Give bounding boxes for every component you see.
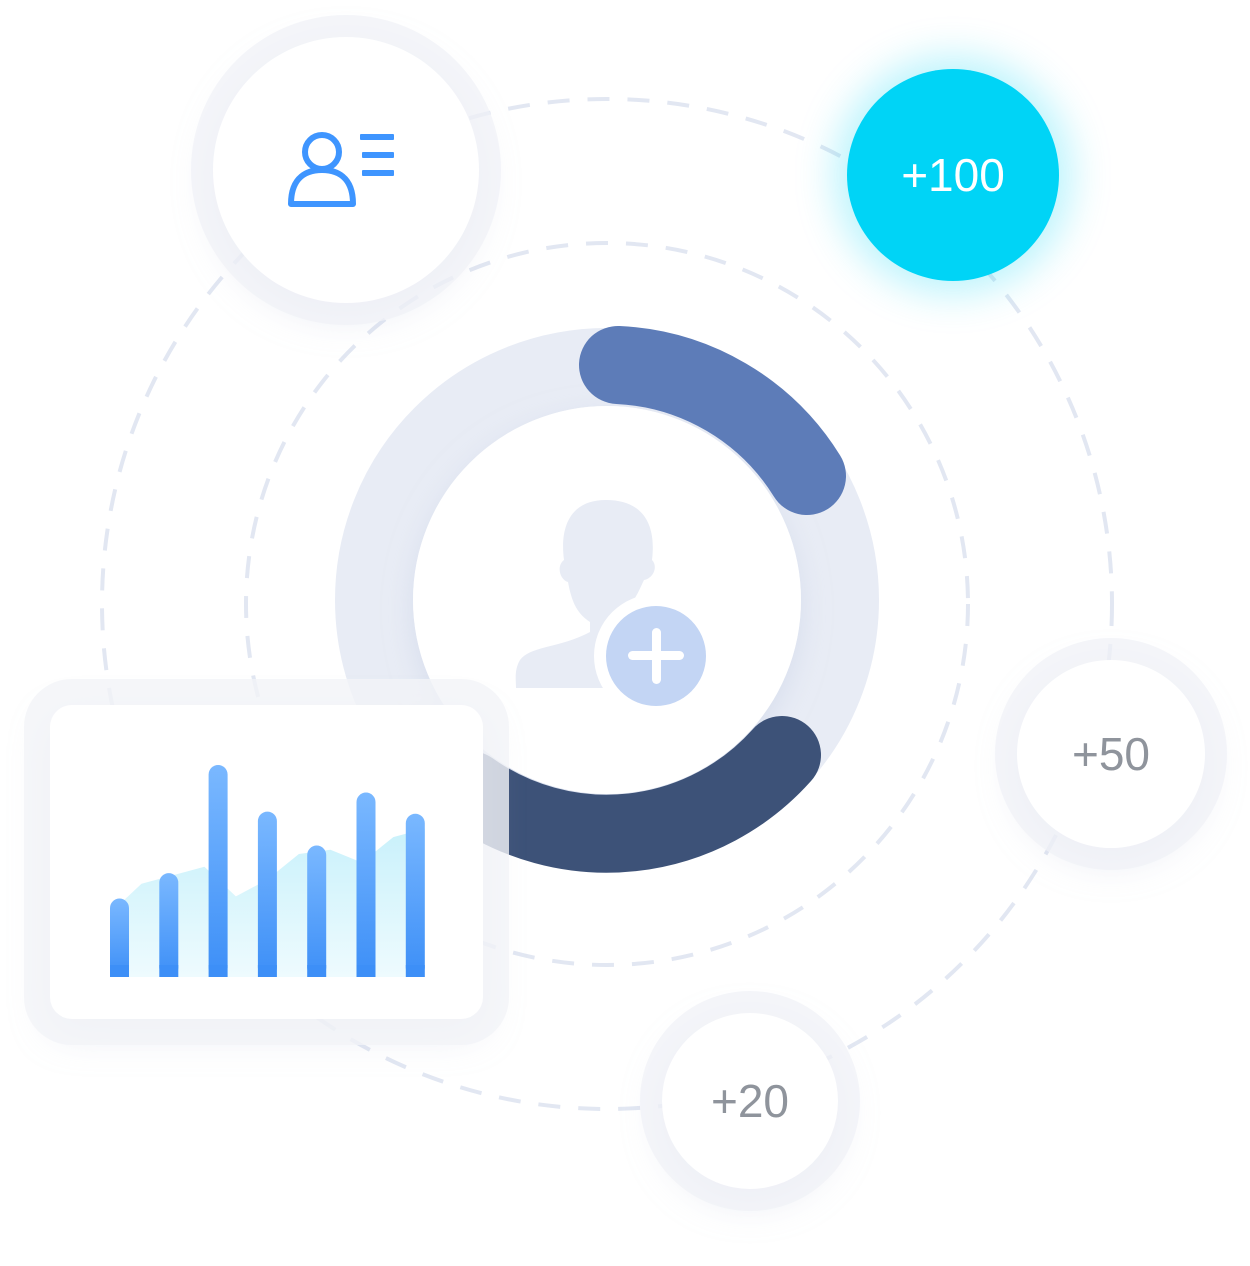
chart-bar-1 <box>110 898 129 977</box>
outer-orbit <box>100 97 1114 1111</box>
donut-arc-top <box>579 326 846 515</box>
profile-bubble <box>213 37 479 303</box>
badge-plus-50: +50 <box>1017 660 1205 848</box>
chart-bar-base-3 <box>208 965 228 977</box>
badge-plus-100-label: +100 <box>901 149 1005 201</box>
inner-orbit <box>244 241 970 967</box>
chart-bar-base-2 <box>159 965 179 977</box>
badge-plus-20-label: +20 <box>710 1075 790 1127</box>
badge-plus-50-label: +50 <box>1071 728 1151 780</box>
chart-bar-base-1 <box>110 965 129 977</box>
chart-bar-3 <box>208 765 228 977</box>
badge-plus-100: +100 <box>847 69 1059 281</box>
bar-chart-card <box>50 705 483 1019</box>
badge-plus-20: +20 <box>662 1013 838 1189</box>
donut-arc-bottom <box>431 716 821 873</box>
chart-bar-base-6 <box>356 965 376 977</box>
chart-bar-6 <box>356 792 376 977</box>
chart-bar-base-7 <box>405 965 425 977</box>
chart-bar-base-4 <box>257 965 277 977</box>
chart-bar-2 <box>159 873 179 977</box>
chart-bar-7 <box>405 813 425 977</box>
chart-bar-4 <box>257 811 277 977</box>
user-list-icon <box>288 132 394 207</box>
add-user-icon <box>515 500 718 718</box>
bar-chart <box>110 765 425 977</box>
chart-bar-5 <box>307 845 327 977</box>
chart-bar-base-5 <box>307 965 327 977</box>
